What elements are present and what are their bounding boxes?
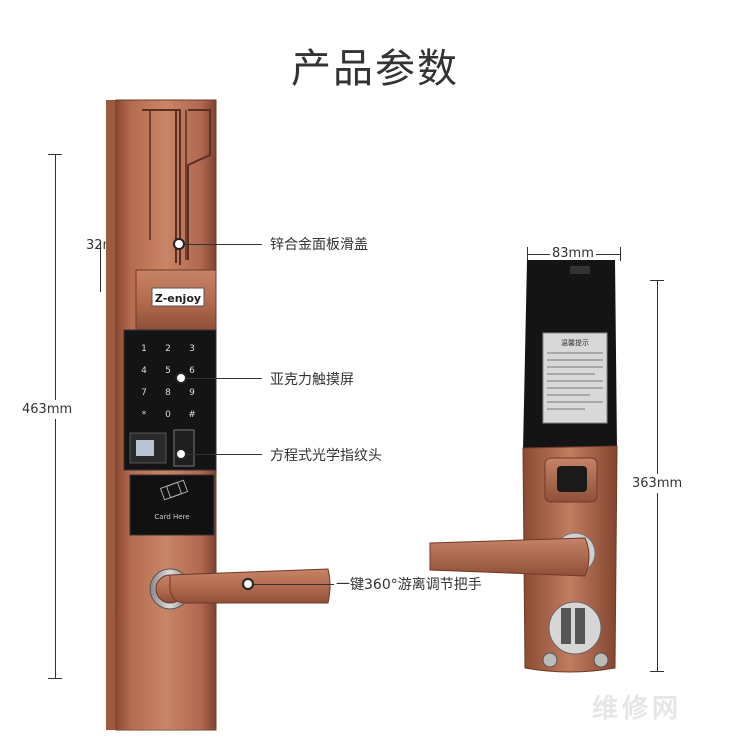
keypad-key: 1 — [141, 344, 147, 354]
front-lock-image: Z-enjoy 1 2 3 4 5 6 7 8 9 * 0 # Card Here — [106, 99, 331, 731]
back-height-label: 363mm — [632, 474, 683, 493]
callout-label: 一键360°游离调节把手 — [336, 577, 482, 593]
keypad-key: # — [188, 410, 196, 420]
callout-label: 方程式光学指纹头 — [270, 448, 382, 464]
notice-title: 温馨提示 — [561, 338, 589, 347]
keypad-key: 9 — [189, 388, 195, 398]
watermark: 维修网 — [592, 694, 683, 724]
keypad-key: 2 — [165, 344, 171, 354]
keypad: 1 2 3 4 5 6 7 8 9 * 0 # — [141, 344, 196, 420]
callout-label: 亚克力触摸屏 — [270, 372, 354, 388]
back-lock-image: 温馨提示 — [429, 260, 618, 673]
front-height-label: 463mm — [22, 400, 73, 419]
keypad-key: * — [142, 410, 147, 420]
keypad-key: 3 — [189, 344, 195, 354]
back-width-label: 83mm — [550, 246, 596, 261]
keypad-key: 4 — [141, 366, 147, 376]
keypad-key: 7 — [141, 388, 147, 398]
page-title: 产品参数 — [291, 46, 459, 92]
keypad-key: 8 — [165, 388, 171, 398]
callout-label: 锌合金面板滑盖 — [270, 237, 368, 253]
card-here-text: Card Here — [154, 513, 189, 521]
brand-logo: Z-enjoy — [155, 292, 201, 305]
keypad-key: 0 — [165, 410, 171, 420]
keypad-key: 6 — [189, 366, 195, 376]
keypad-key: 5 — [165, 366, 171, 376]
